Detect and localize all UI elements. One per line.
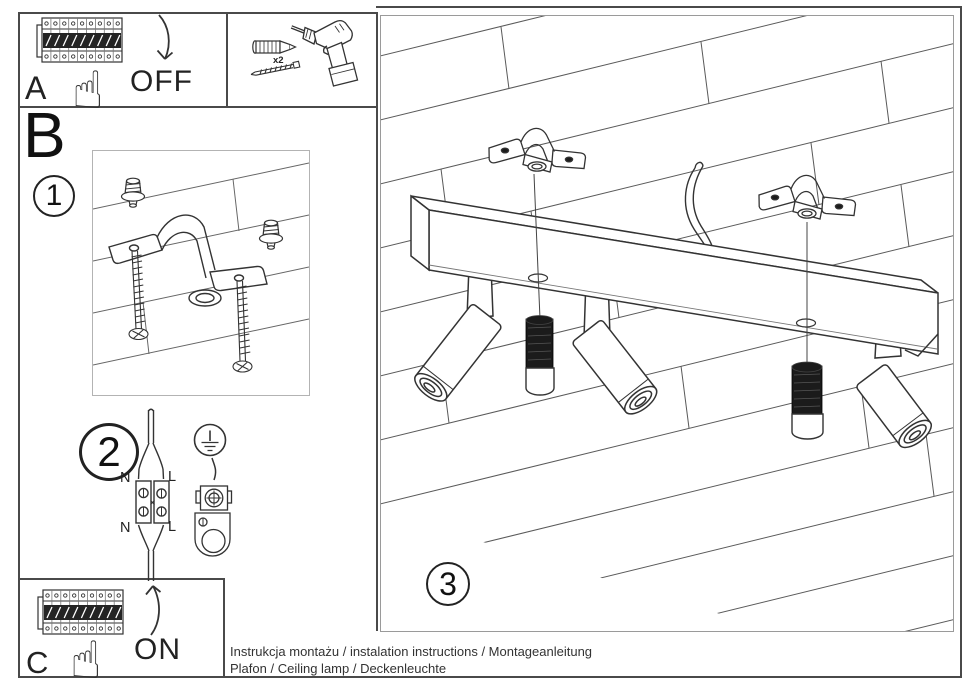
panel-a-illustration: ☝ OFF A — [25, 14, 193, 108]
wall-plug-icon — [252, 40, 297, 54]
arrow-up-icon — [145, 585, 162, 636]
locking-screw-1 — [525, 315, 555, 396]
panel-c-right — [223, 578, 225, 678]
wall-plug-1-icon — [120, 177, 146, 208]
mounting-screw-2-icon — [232, 280, 253, 373]
border-left — [18, 12, 20, 678]
wire-label-n-bottom: N — [120, 520, 130, 536]
step1-frame — [92, 150, 310, 396]
panel-c-illustration: ☝ ON C — [26, 585, 181, 678]
wire-label-n-top: N — [120, 470, 130, 486]
ceiling-plane-lines — [93, 162, 309, 366]
step3-number: 3 — [439, 565, 457, 602]
ground-terminal-icon — [194, 485, 233, 557]
spotlight-1-head — [414, 304, 502, 402]
panel-c-label: C — [26, 645, 48, 678]
earth-wire — [211, 457, 217, 481]
divider-a-tools — [226, 12, 228, 108]
step-circle-1: 1 — [33, 175, 75, 217]
wire-label-l-bottom: L — [168, 519, 176, 535]
border-row-bottom — [18, 106, 378, 108]
drill-icon — [290, 19, 359, 87]
earth-connection-diagram — [193, 423, 233, 557]
spotlight-2-head — [572, 320, 658, 415]
wiring-diagram: N L N L — [120, 408, 176, 581]
on-label: ON — [134, 633, 181, 666]
circuit-breaker-icon — [36, 17, 123, 63]
earth-symbol-icon — [193, 423, 227, 457]
footer-line-2: Plafon / Ceiling lamp / Deckenleuchte — [230, 661, 447, 676]
mounting-bracket-icon — [108, 214, 268, 307]
footer: Instrukcja montażu / instalation instruc… — [230, 643, 870, 677]
border-left-column-right — [376, 12, 378, 631]
footer-line-1: Instrukcja montażu / instalation instruc… — [230, 644, 593, 659]
pointing-hand-icon: ☝ — [72, 61, 104, 108]
mounting-screw-1-icon — [128, 250, 149, 341]
off-label: OFF — [130, 65, 193, 98]
tools-illustration: x2 — [250, 19, 359, 87]
alignment-line-1 — [533, 173, 541, 320]
anchor-quantity-label: x2 — [273, 55, 284, 66]
outer-border-right — [960, 6, 962, 678]
step1-number: 1 — [45, 179, 63, 212]
arrow-down-icon — [156, 14, 174, 60]
circuit-breaker-icon — [37, 589, 124, 635]
outer-border-top — [376, 6, 962, 8]
ceiling-bracket-1 — [488, 127, 587, 173]
screw-icon — [250, 60, 301, 76]
step-circle-3: 3 — [426, 562, 470, 606]
step1-illustration — [93, 162, 309, 373]
border-top-row — [18, 12, 378, 14]
ceiling-bracket-2 — [758, 174, 857, 220]
panel-b-label: B — [23, 99, 66, 171]
step2-number: 2 — [97, 428, 121, 475]
step-circle-2: 2 — [79, 423, 139, 481]
locking-screw-2 — [791, 361, 824, 440]
spotlight-3-head — [856, 364, 932, 449]
assembly-panel — [380, 15, 954, 632]
wire-label-l-top: L — [168, 469, 176, 485]
lamp-rail — [410, 194, 939, 357]
panel-c-top — [18, 578, 225, 580]
rail-hole-2 — [795, 318, 817, 328]
panel-a-label: A — [25, 70, 47, 106]
border-bottom — [18, 676, 962, 678]
pointing-hand-icon: ☝ — [70, 631, 102, 678]
assembly-illustration — [381, 16, 953, 631]
